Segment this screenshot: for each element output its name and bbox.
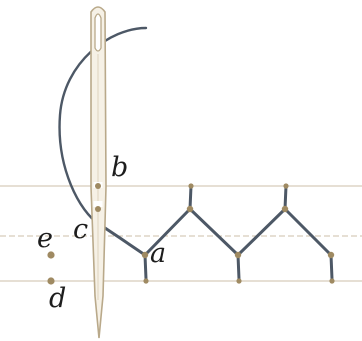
sewing-needle-icon [90,6,107,339]
label-b: b [111,152,128,183]
label-c: c [73,214,88,245]
working-thread-to-a [97,222,147,257]
label-d: d [49,283,66,314]
stitch-path [143,207,333,257]
stitch-point [234,251,242,259]
stitch-head-1 [188,184,193,211]
stitch-tail-3 [329,253,334,281]
stitch-point-d [47,277,55,285]
stitch-point [186,205,194,213]
stitch-point [283,183,289,189]
label-a: a [150,238,166,269]
stitch-points [47,183,335,285]
stitch-point [329,278,335,284]
stitch-point-b [95,183,101,189]
stitch-point-c [95,206,101,212]
needle-eye [94,13,102,52]
stitch-point-e [47,251,55,259]
stitch-tail-1 [143,253,148,281]
stitch-point [141,251,149,259]
zigzag-stitches [143,184,334,281]
stitch-point [327,251,335,259]
stitch-point [236,278,242,284]
stitch-head-2 [283,184,288,211]
point-labels: b c a e d [37,152,166,314]
label-e: e [37,223,53,254]
needle-thread-crossing-c [93,201,103,207]
stitch-point [188,183,194,189]
stitch-point [143,278,149,284]
working-thread-loop [58,26,148,226]
stitch-tail-2 [236,253,241,281]
guide-lines [0,185,362,282]
stitch-point [281,205,289,213]
needle-body [90,6,107,339]
thread-icon [58,26,148,257]
